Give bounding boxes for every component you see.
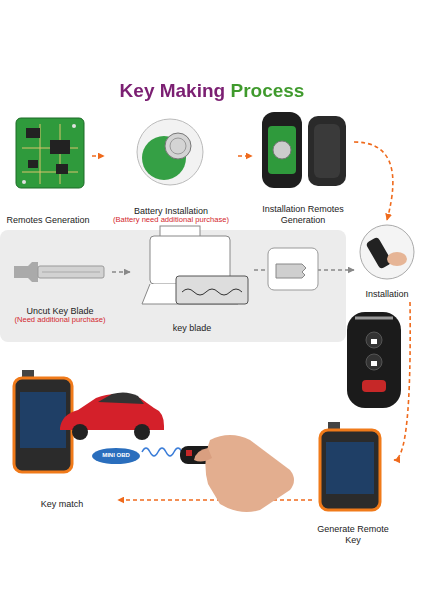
flow-arrow	[112, 271, 130, 273]
key-machine	[142, 226, 248, 304]
step-caption: Generate Remote Key	[314, 524, 392, 545]
obd-badge	[92, 448, 140, 464]
flip-key	[347, 312, 401, 408]
flow-arrow	[354, 142, 393, 220]
flow-arrow	[92, 155, 104, 157]
install-picture	[360, 225, 414, 279]
step-caption: Installation	[365, 289, 408, 299]
diagram-title: Key Making Process	[120, 80, 305, 103]
step-note: (Need additional purchase)	[14, 316, 105, 325]
step-caption: key blade	[173, 323, 212, 333]
battery-picture	[137, 119, 203, 185]
step-caption: Key match	[41, 499, 84, 509]
blade-band	[0, 230, 346, 342]
hand-with-key	[180, 435, 294, 512]
step-box: Battery Installation(Battery need additi…	[104, 112, 238, 228]
key-shell	[262, 112, 346, 188]
flow-arrow	[238, 155, 252, 157]
step-box: Uncut Key Blade(Need additional purchase…	[8, 252, 112, 328]
step-caption: Battery Installation	[134, 206, 208, 216]
step-box: Installation Remotes Generation	[252, 106, 354, 228]
step-caption: Remotes Generation	[6, 215, 89, 225]
pcb-board	[16, 118, 84, 188]
step-box: Installation	[354, 220, 420, 302]
step-note: (Battery need additional purchase)	[113, 216, 229, 225]
step-box: Remotes Generation	[4, 112, 92, 228]
step-caption: Uncut Key Blade	[26, 306, 93, 316]
flow-arrow	[394, 302, 410, 460]
step-caption: Installation Remotes Generation	[254, 204, 352, 225]
cut-blade	[268, 248, 318, 290]
signal-wave	[142, 448, 182, 456]
red-car	[60, 392, 164, 440]
flow-arrow	[118, 499, 312, 501]
badge-label: MINI OBD	[94, 452, 138, 459]
title-row: Key Making Process	[0, 80, 424, 103]
step-box: key blade	[130, 226, 254, 336]
uncut-blade	[14, 262, 104, 282]
step-box: Key match	[6, 372, 118, 512]
step-box: Generate Remote Key	[312, 420, 394, 548]
key-tool-right	[320, 422, 380, 510]
